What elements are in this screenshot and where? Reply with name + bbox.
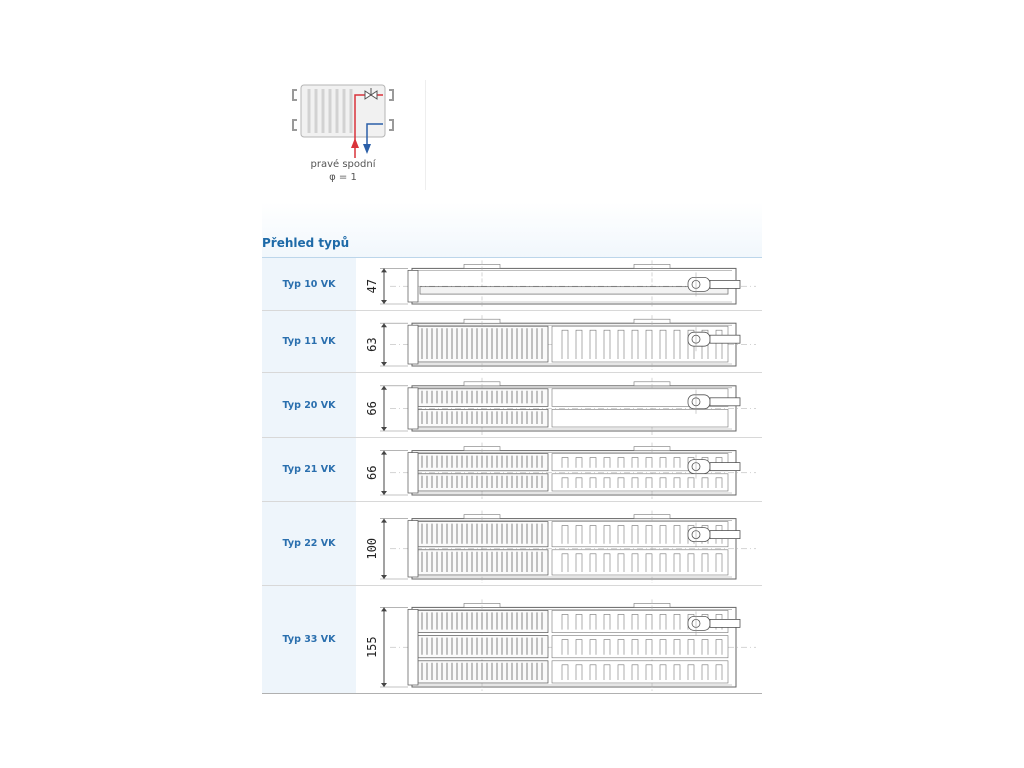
type-label: Typ 22 VK xyxy=(262,502,356,585)
radiator-section-drawing: 66 xyxy=(365,377,756,435)
divider xyxy=(262,257,762,258)
dimension-label: 47 xyxy=(365,279,379,293)
radiator-section-drawing: 66 xyxy=(365,442,756,499)
type-drawing: 63 xyxy=(356,311,762,372)
type-row: Typ 20 VK 66 xyxy=(262,373,762,438)
type-label: Typ 11 VK xyxy=(262,311,356,372)
radiator-section-drawing: 155 xyxy=(365,599,756,691)
type-row: Typ 11 VK 63 xyxy=(262,311,762,373)
connection-caption-line2: φ = 1 xyxy=(329,172,357,183)
dimension-label: 155 xyxy=(365,636,379,658)
type-label: Typ 20 VK xyxy=(262,373,356,437)
connection-caption: pravé spodní φ = 1 xyxy=(287,158,399,184)
dimension-label: 66 xyxy=(365,466,379,480)
divider xyxy=(425,80,426,190)
type-drawing: 47 xyxy=(356,258,762,310)
radiator-section-drawing: 47 xyxy=(365,260,756,308)
type-row: Typ 10 VK 47 xyxy=(262,258,762,311)
type-drawing: 66 xyxy=(356,373,762,437)
type-row: Typ 33 VK 155 xyxy=(262,586,762,694)
type-label: Typ 10 VK xyxy=(262,258,356,310)
type-label: Typ 33 VK xyxy=(262,586,356,693)
type-drawing: 66 xyxy=(356,438,762,501)
type-drawing: 100 xyxy=(356,502,762,585)
section-title: Přehled typů xyxy=(262,236,350,250)
type-drawing: 155 xyxy=(356,586,762,693)
type-row: Typ 21 VK 66 xyxy=(262,438,762,502)
dimension-label: 66 xyxy=(365,401,379,415)
radiator-section-drawing: 63 xyxy=(365,315,756,370)
type-row: Typ 22 VK 100 xyxy=(262,502,762,586)
radiator-connection-icon xyxy=(292,84,394,158)
section-header xyxy=(262,202,762,258)
dimension-label: 63 xyxy=(365,337,379,351)
connection-diagram xyxy=(287,80,425,190)
radiator-section-drawing: 100 xyxy=(365,510,756,583)
type-label: Typ 21 VK xyxy=(262,438,356,501)
connection-caption-line1: pravé spodní xyxy=(310,159,376,170)
dimension-label: 100 xyxy=(365,538,379,560)
